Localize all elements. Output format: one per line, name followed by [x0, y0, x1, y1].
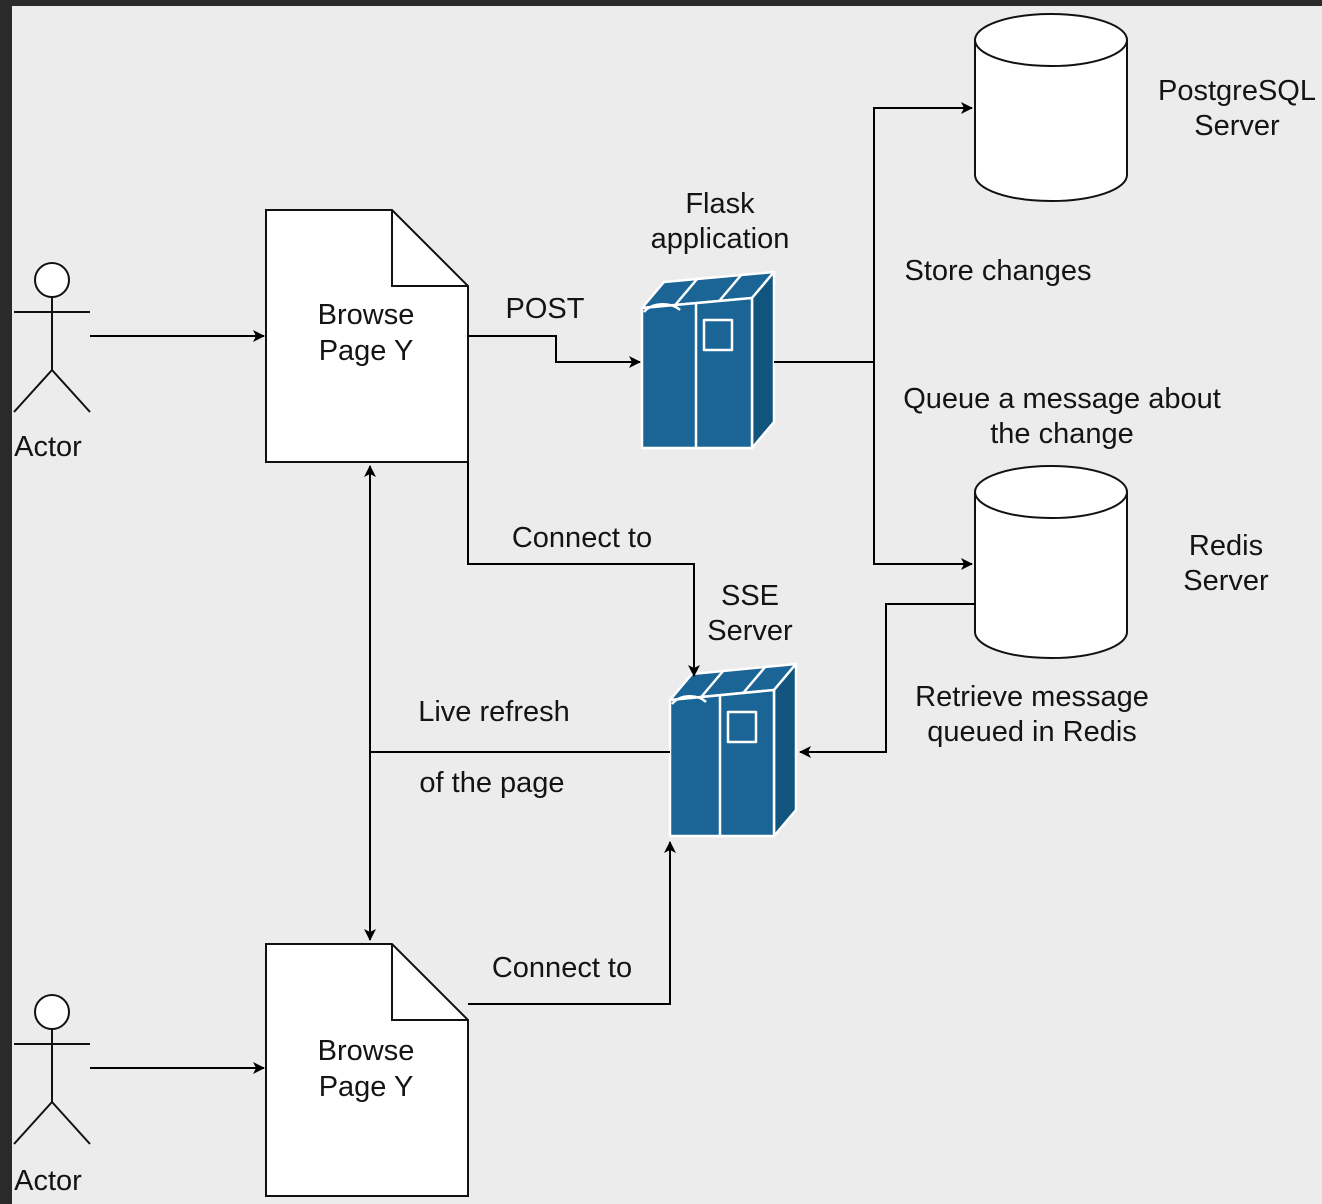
flask-label-line1: Flask: [685, 188, 755, 220]
page-bottom-label-line2: Page Y: [319, 1071, 414, 1103]
flask-server-icon: [640, 270, 776, 450]
redis-label-line2: Server: [1183, 565, 1269, 597]
page-bottom-label-line1: Browse: [318, 1035, 415, 1067]
actor-top-label: Actor: [14, 431, 82, 463]
page-top-label-line2: Page Y: [319, 335, 414, 367]
label-live-refresh-line1: Live refresh: [418, 696, 570, 728]
redis-label-line1: Redis: [1189, 530, 1263, 562]
sse-server-icon: [668, 662, 798, 838]
actor-top: [13, 262, 91, 413]
redis-database-icon: [974, 465, 1128, 659]
postgres-label-line1: PostgreSQL: [1158, 75, 1316, 107]
postgres-label-line2: Server: [1194, 110, 1280, 142]
label-retrieve-line1: Retrieve message: [915, 681, 1149, 713]
page-bottom-document: [265, 943, 469, 1197]
edge-store-changes: [873, 102, 973, 362]
edge-connect-bottom: [468, 841, 676, 1005]
label-connect-bottom: Connect to: [492, 952, 632, 984]
actor-bottom-label: Actor: [14, 1165, 82, 1197]
flask-label-line2: application: [651, 223, 790, 255]
edge-post: [468, 335, 641, 368]
postgres-database-icon: [974, 13, 1128, 202]
label-store-changes: Store changes: [904, 255, 1091, 287]
edge-connect-top: [467, 462, 700, 677]
label-connect-top: Connect to: [512, 522, 652, 554]
page-top-label-line1: Browse: [318, 299, 415, 331]
edge-queue-message: [873, 362, 973, 570]
page-top-document: [265, 209, 469, 463]
actor-bottom: [13, 994, 91, 1145]
label-queue-line1: Queue a message about: [903, 383, 1221, 415]
label-post: POST: [506, 293, 585, 325]
edge-retrieve-message: [799, 603, 975, 758]
label-queue-line2: the change: [990, 418, 1134, 450]
sse-label-line1: SSE: [721, 580, 779, 612]
label-live-refresh-line2: of the page: [419, 767, 564, 799]
sse-label-line2: Server: [707, 615, 793, 647]
label-retrieve-line2: queued in Redis: [927, 716, 1137, 748]
